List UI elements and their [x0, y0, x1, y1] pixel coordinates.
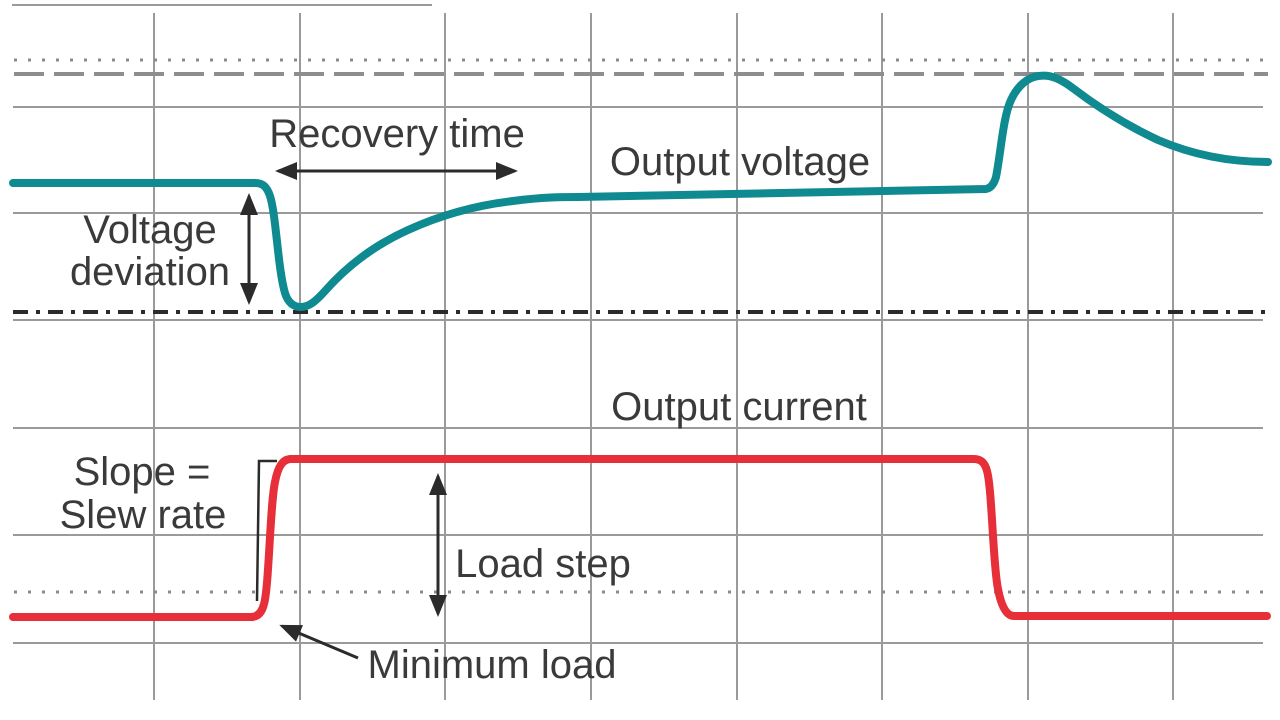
slew-rate-indicator — [255, 459, 277, 602]
load-step-label: Load step — [455, 542, 631, 586]
reference-lines — [13, 58, 1268, 594]
voltage-deviation-label-line2: deviation — [70, 250, 230, 294]
output-current-curve — [9, 455, 1271, 621]
voltage-deviation-label-line1: Voltage — [83, 208, 216, 252]
output-current-label: Output current — [611, 385, 867, 429]
slope-slew-rate-label-line1: Slope = — [74, 450, 211, 494]
output-voltage-label: Output voltage — [610, 140, 870, 184]
minimum-load-arrow — [279, 624, 359, 660]
grid — [12, 4, 1263, 700]
slope-slew-rate-label-line2: Slew rate — [60, 493, 227, 537]
annotations — [240, 162, 518, 660]
text-labels: Recovery time Output voltage Voltage dev… — [60, 112, 870, 687]
minimum-load-label: Minimum load — [368, 643, 617, 687]
output-voltage-curve — [9, 71, 1272, 311]
recovery-time-label: Recovery time — [269, 112, 525, 156]
